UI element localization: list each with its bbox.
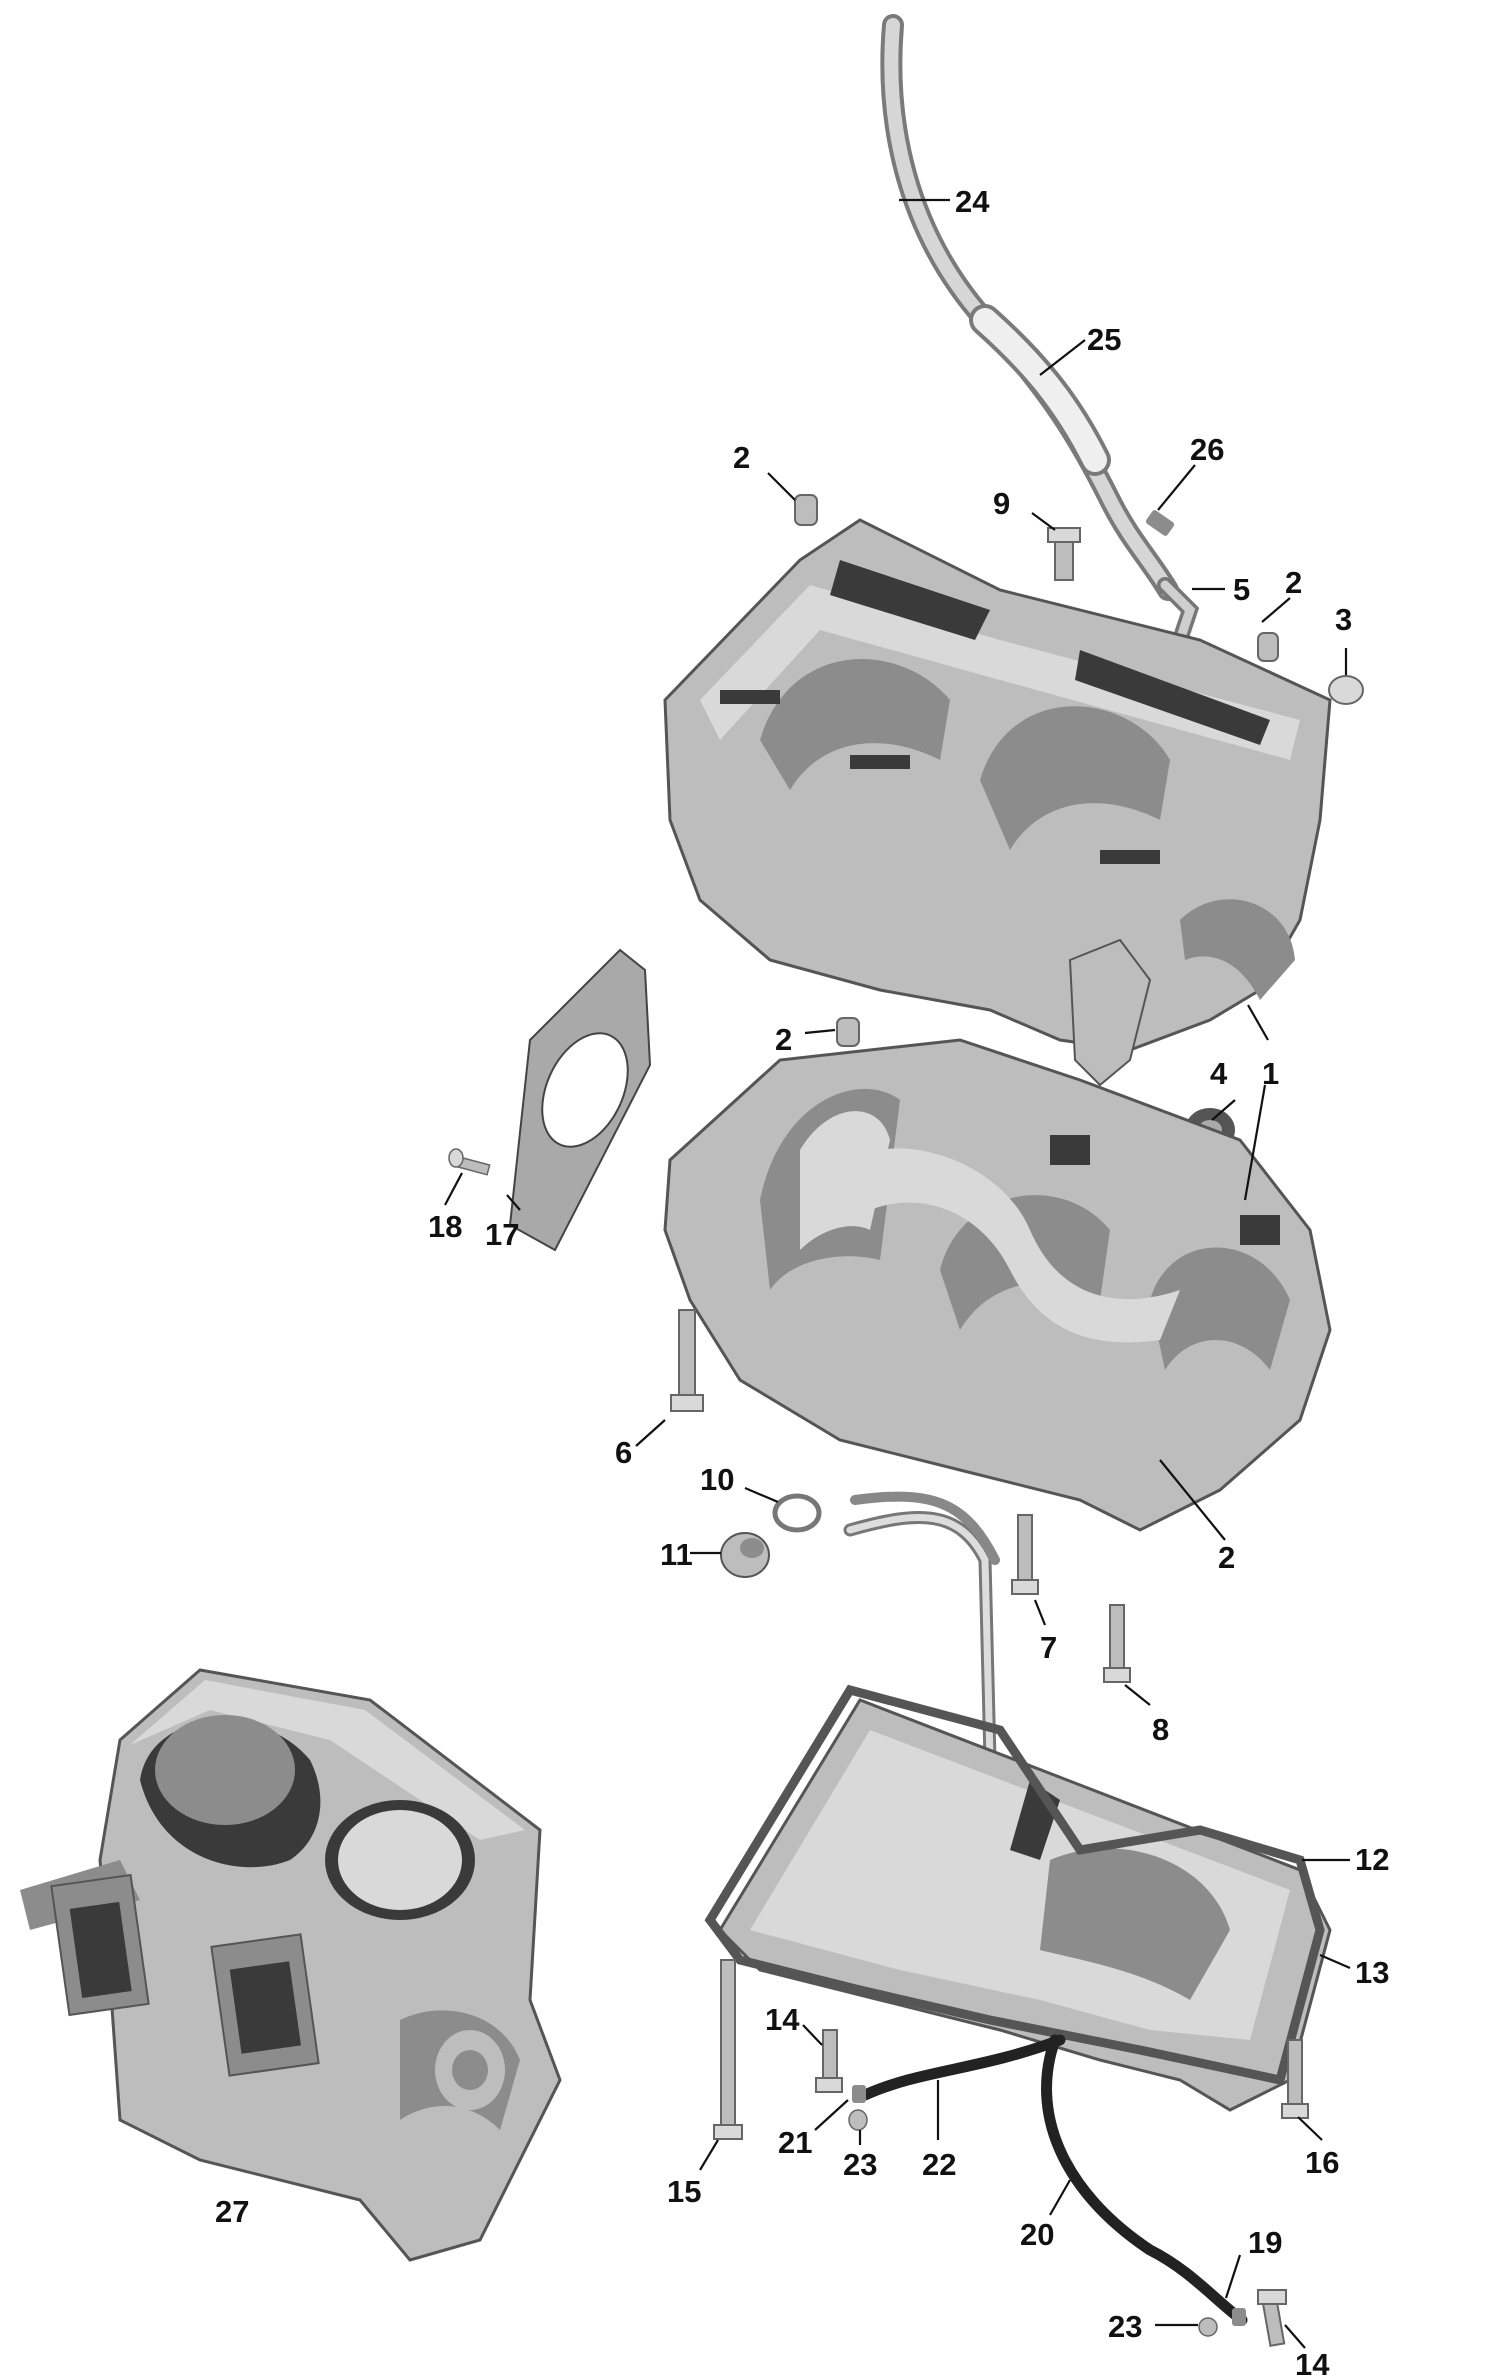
clamp-part-21 [852,2085,866,2103]
callout-14-bottom: 14 [1295,2347,1330,2379]
callout-2-lower: 2 [1218,1540,1235,1575]
callout-4: 4 [1210,1056,1228,1091]
callout-12: 12 [1355,1842,1389,1877]
dowel-pin-part-2-mid [836,1017,860,1047]
hose-clamp-part-26 [1145,510,1175,536]
hose-part-22 [859,2034,1066,2101]
o-ring-part-10 [772,1493,822,1533]
callout-26: 26 [1190,432,1224,467]
screw-part-15 [713,1959,743,2140]
fitting-part-14-bottom [1257,2289,1287,2347]
callout-6: 6 [615,1435,632,1470]
callout-23-top: 23 [843,2147,877,2182]
callout-2-top: 2 [733,440,750,475]
callout-22: 22 [922,2147,956,2182]
pin-part-18 [448,1148,491,1176]
dowel-pin-part-2-top [794,494,818,526]
gasket-part-17 [508,948,652,1252]
screw-part-7 [1011,1514,1039,1595]
callout-2-right: 2 [1285,565,1302,600]
callout-8: 8 [1152,1712,1169,1747]
stud-part-9 [1047,527,1081,581]
callout-20: 20 [1020,2217,1054,2252]
screw-part-8 [1103,1604,1131,1683]
callout-9: 9 [993,486,1010,521]
callout-16: 16 [1305,2145,1339,2180]
callout-15: 15 [667,2174,701,2209]
callout-2-mid: 2 [775,1022,792,1057]
clamp-part-19 [1232,2308,1246,2326]
oil-tube [843,1491,1017,1797]
assembled-engine-part-27 [20,1668,562,2262]
callout-10: 10 [700,1462,734,1497]
oil-pan-part-13 [718,1698,1332,2112]
fitting-part-14-top [815,2029,843,2093]
plug-part-3 [1328,675,1364,705]
screw-part-16 [1281,2039,1309,2119]
callout-3: 3 [1335,602,1352,637]
nut-part-23-bottom [1198,2317,1218,2337]
callout-11: 11 [660,1537,693,1572]
callout-25: 25 [1087,322,1121,357]
callout-1: 1 [1262,1056,1279,1091]
gasket-part-12 [704,1684,1325,2086]
callout-21: 21 [778,2125,812,2160]
callout-labels: 24 25 26 2 9 5 2 3 2 4 1 18 17 6 10 11 2… [215,184,1389,2379]
callout-23-bottom: 23 [1108,2309,1142,2344]
callout-14-top: 14 [765,2002,800,2037]
vent-hose-part-24 [880,14,1179,601]
plug-part-11 [720,1532,770,1578]
upper-crankcase-part-1 [663,518,1332,1087]
callout-27: 27 [215,2194,249,2229]
hose-part-20 [1041,2034,1248,2326]
callout-13: 13 [1355,1955,1389,1990]
dowel-pin-part-2-right [1257,632,1279,662]
leader-lines [444,198,1351,2349]
callout-24: 24 [955,184,990,219]
callout-7: 7 [1040,1630,1057,1665]
nut-part-23-top [848,2109,868,2131]
callout-5: 5 [1233,572,1250,607]
screw-part-6 [670,1309,704,1412]
callout-17: 17 [485,1217,519,1252]
lower-crankcase-part-1 [663,1038,1332,1532]
hose-sleeve-part-25 [969,304,1111,476]
callout-18: 18 [428,1209,462,1244]
callout-19: 19 [1248,2225,1282,2260]
